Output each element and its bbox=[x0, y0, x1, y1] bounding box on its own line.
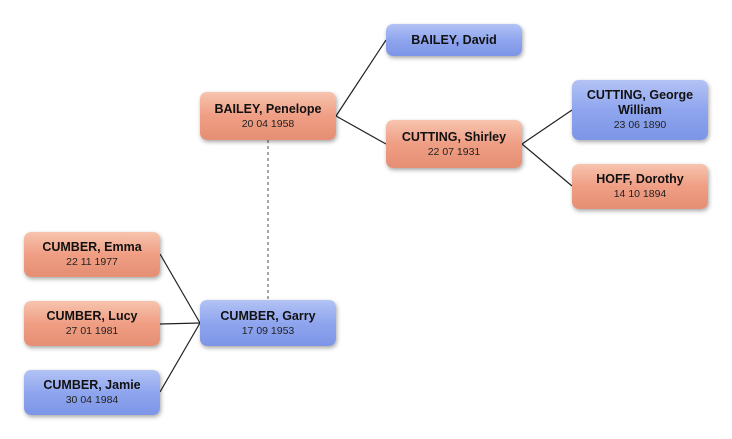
person-date: 20 04 1958 bbox=[241, 117, 295, 130]
person-card-cumber-jamie[interactable]: CUMBER, Jamie 30 04 1984 bbox=[24, 370, 160, 415]
person-card-bailey-penelope[interactable]: BAILEY, Penelope 20 04 1958 bbox=[200, 92, 336, 140]
person-name: CUTTING, George William bbox=[586, 88, 694, 117]
link-penelope-david bbox=[335, 39, 387, 117]
person-date: 17 09 1953 bbox=[241, 324, 295, 337]
person-card-cumber-garry[interactable]: CUMBER, Garry 17 09 1953 bbox=[200, 300, 336, 346]
link-lucy-garry bbox=[159, 322, 201, 325]
person-date: 27 01 1981 bbox=[65, 325, 119, 337]
link-penelope-shirley bbox=[335, 115, 387, 145]
person-date: 22 11 1977 bbox=[66, 256, 118, 268]
person-date: 14 10 1894 bbox=[613, 188, 667, 200]
person-name: HOFF, Dorothy bbox=[596, 172, 684, 186]
person-card-cumber-lucy[interactable]: CUMBER, Lucy 27 01 1981 bbox=[24, 301, 160, 346]
person-card-cutting-shirley[interactable]: CUTTING, Shirley 22 07 1931 bbox=[386, 120, 522, 168]
person-name: CUMBER, Garry bbox=[220, 308, 316, 323]
person-name: BAILEY, Penelope bbox=[214, 101, 322, 116]
person-date: 23 06 1890 bbox=[613, 119, 667, 131]
person-name: BAILEY, David bbox=[411, 32, 497, 47]
person-card-bailey-david[interactable]: BAILEY, David bbox=[386, 24, 522, 56]
person-card-cumber-emma[interactable]: CUMBER, Emma 22 11 1977 bbox=[24, 232, 160, 277]
person-name: CUMBER, Jamie bbox=[43, 378, 141, 392]
person-name: CUMBER, Lucy bbox=[46, 309, 138, 323]
person-date: 22 07 1931 bbox=[427, 145, 481, 158]
person-card-cutting-george[interactable]: CUTTING, George William 23 06 1890 bbox=[572, 80, 708, 140]
person-date: 30 04 1984 bbox=[65, 394, 119, 406]
link-jamie-garry bbox=[159, 322, 201, 393]
link-shirley-george bbox=[521, 109, 573, 145]
person-name: CUMBER, Emma bbox=[42, 240, 142, 254]
link-emma-garry bbox=[159, 253, 201, 324]
link-shirley-dorothy bbox=[521, 143, 573, 187]
person-name: CUTTING, Shirley bbox=[401, 129, 507, 144]
person-card-hoff-dorothy[interactable]: HOFF, Dorothy 14 10 1894 bbox=[572, 164, 708, 209]
